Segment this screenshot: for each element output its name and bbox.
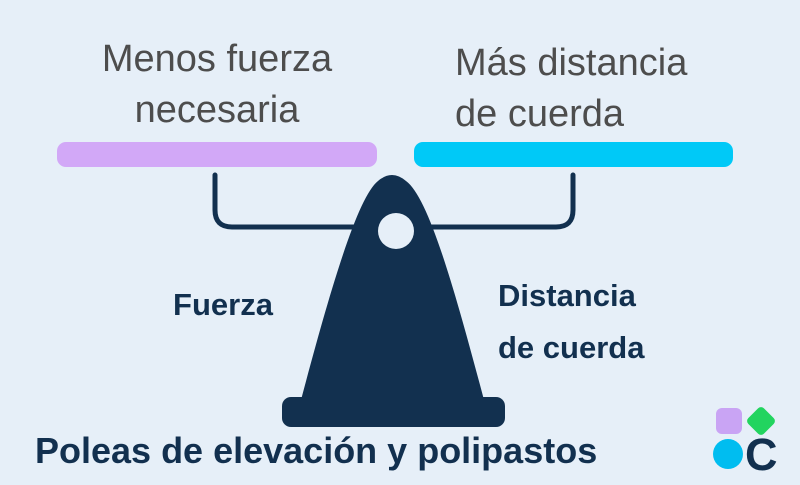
force-bar <box>57 142 377 167</box>
fulcrum-base <box>282 397 505 427</box>
logo-circle-icon <box>713 439 743 469</box>
right-caption-line2: de cuerda <box>455 93 625 135</box>
left-caption-line1: Menos fuerza <box>101 38 333 80</box>
right-caption-line1: Más distancia <box>455 42 688 84</box>
right-caption: Más distancia de cuerda <box>455 38 755 140</box>
balance-beam <box>212 172 576 230</box>
rope-distance-label-line1: Distancia <box>498 278 636 313</box>
page-title: Poleas de elevación y polipastos <box>35 430 598 471</box>
logo-letter: C <box>745 429 778 480</box>
rope-distance-bar <box>414 142 733 167</box>
rope-distance-label-line2: de cuerda <box>498 330 645 365</box>
logo-square-icon <box>716 408 742 434</box>
rope-distance-label: Distancia de cuerda <box>498 270 718 374</box>
left-caption-line2: necesaria <box>134 89 300 131</box>
brand-logo: C <box>713 405 783 480</box>
fulcrum-pivot-hole <box>378 213 414 249</box>
left-caption: Menos fuerza necesaria <box>56 34 378 136</box>
fulcrum-cone <box>301 175 484 400</box>
force-label: Fuerza <box>173 287 273 322</box>
